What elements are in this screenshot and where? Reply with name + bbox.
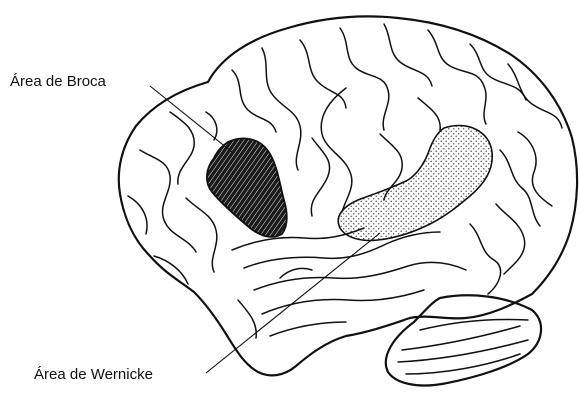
- wernicke-leader-line: [206, 233, 380, 373]
- wernicke-label: Área de Wernicke: [34, 366, 153, 383]
- broca-leader-line: [150, 86, 232, 152]
- cerebellum: [386, 295, 541, 385]
- broca-area: [207, 138, 287, 236]
- broca-label: Área de Broca: [10, 73, 107, 90]
- wernicke-area: [338, 125, 492, 240]
